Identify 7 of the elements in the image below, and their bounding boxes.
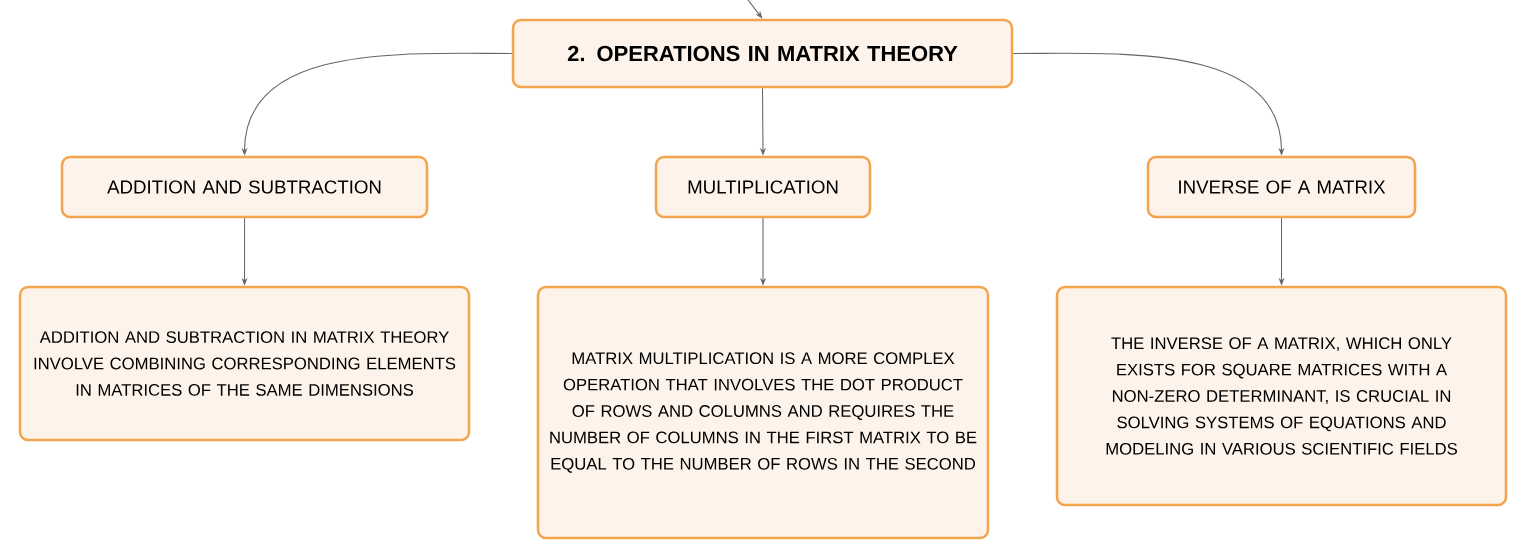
- description-box: ADDITION AND SUBTRACTION IN MATRIX THEORY INVOLVE COMBINING CORRESPONDING ELEMENTS IN MATRICES OF THE SAME DIMENSIONS: [18, 285, 471, 442]
- description-box: THE INVERSE OF A MATRIX, WHICH ONLY EXISTS FOR SQUARE MATRICES WITH A NON-ZERO DETERMINANT, IS CRUCIAL IN SOLVING SYSTEMS OF EQUATIONS AND MODELING IN VARIOUS SCIENTIFIC FIELDS: [1055, 285, 1508, 507]
- topic-box: 2. OPERATIONS IN MATRIX THEORY: [511, 18, 1014, 89]
- subtopic-box: MULTIPLICATION: [654, 155, 872, 219]
- subtopic-box: ADDITION AND SUBTRACTION: [60, 155, 429, 219]
- description-box: MATRIX MULTIPLICATION IS A MORE COMPLEX OPERATION THAT INVOLVES THE DOT PRODUCT OF ROWS AND COLUMNS AND REQUIRES THE NUMBER OF COLUMNS IN THE FIRST MATRIX TO BE EQUAL TO THE NUMBER OF ROWS IN THE SECOND: [536, 285, 990, 540]
- subtopic-box: INVERSE OF A MATRIX: [1146, 155, 1417, 219]
